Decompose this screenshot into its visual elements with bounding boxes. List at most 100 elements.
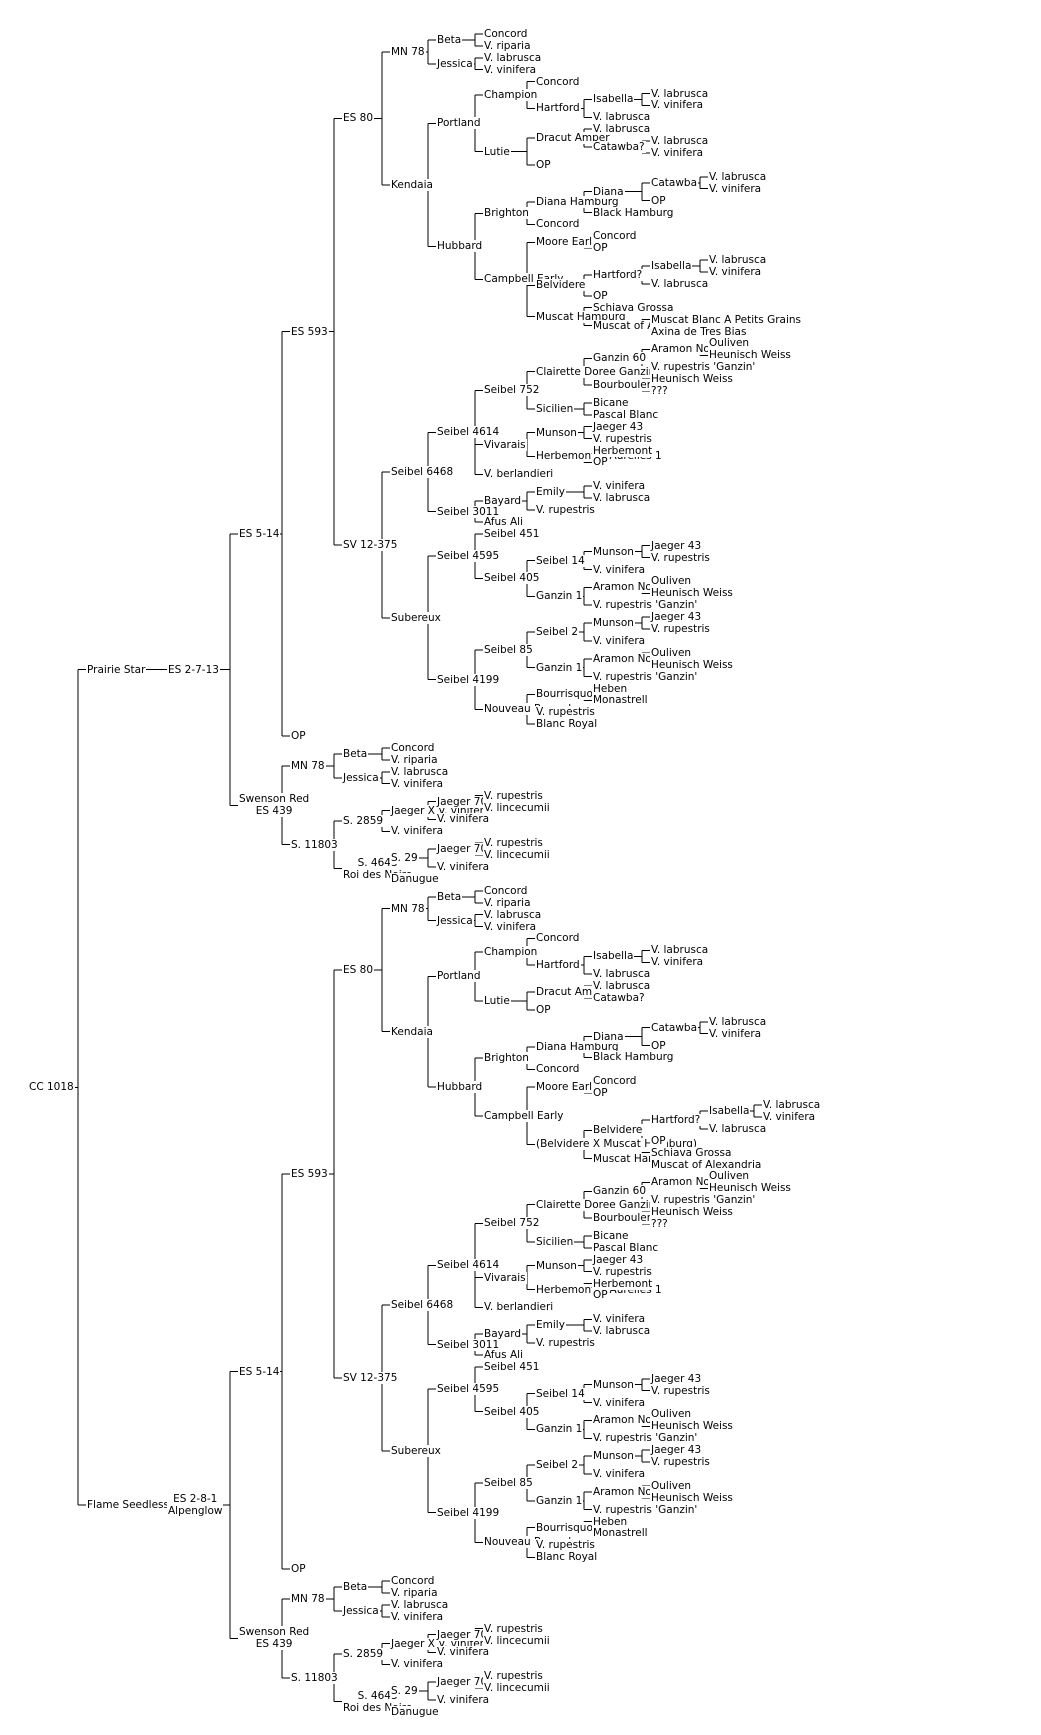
node-label: Afus Ali — [484, 515, 523, 528]
node-label: Kendaia — [391, 178, 433, 191]
node-v-rupestris: V. rupestris — [483, 789, 544, 802]
node-label: V. labrusca — [651, 87, 709, 100]
node-label: Aramon Noir — [651, 343, 718, 356]
node-label: V. riparia — [484, 896, 531, 909]
node-v-rupestris: V. rupestris — [483, 1670, 544, 1683]
node-jaeger-43: Jaeger 43 — [650, 1444, 703, 1457]
node-label: Diana — [593, 185, 624, 198]
node-label: V. rupestris — [484, 837, 543, 850]
node-v-vinifera: V. vinifera — [708, 182, 763, 195]
node-jaeger-43: Jaeger 43 — [650, 539, 703, 552]
node-label: V. labrusca — [593, 111, 651, 124]
node-ganzin-60: Ganzin 60 — [592, 1185, 648, 1198]
node-label: Ouliven — [651, 575, 692, 588]
node-label: Concord — [484, 884, 528, 897]
node-moore-early: Moore Early — [535, 1081, 600, 1094]
node-label: V. labrusca — [391, 765, 449, 778]
node-label: Beta — [343, 1581, 368, 1594]
node-label: Seibel 2 — [536, 1459, 579, 1472]
node-label: Munson — [593, 1450, 634, 1463]
node-label: SV 12-375 — [343, 1371, 398, 1384]
node-munson: Munson — [592, 545, 635, 558]
node-label: V. rupestris 'Ganzin' — [593, 1503, 698, 1516]
node-label: V. labrusca — [484, 908, 542, 921]
node-label: Ganzin 60 — [593, 352, 647, 365]
node-beta: Beta — [436, 33, 463, 46]
node-sublabel: ES 439 — [255, 805, 293, 818]
node-blanc-royal: Blanc Royal — [535, 718, 599, 731]
node-sicilien: Sicilien — [535, 1235, 575, 1248]
node-label: Beta — [343, 747, 368, 760]
node-label: Heben — [593, 682, 628, 695]
node-label: ??? — [651, 1218, 668, 1231]
node-aramon-noir: Aramon Noir — [650, 343, 719, 356]
node-seibel-14: Seibel 14 — [535, 554, 586, 567]
node-seibel-4614: Seibel 4614 — [436, 426, 501, 439]
node-monastrell: Monastrell — [592, 1527, 649, 1540]
node-v-vinifera: V. vinifera — [762, 1110, 817, 1123]
node-v-labrusca: V. labrusca — [708, 1122, 768, 1135]
node-seibel-14: Seibel 14 — [535, 1387, 586, 1400]
node-aramon-noir: Aramon Noir — [592, 581, 661, 594]
node-label: Muscat of Alexandria — [651, 1158, 762, 1171]
node-label: OP — [593, 456, 608, 469]
node-isabella: Isabella — [708, 1105, 751, 1117]
node-danugue: Danugue — [390, 872, 440, 885]
node-label: Prairie Star — [87, 663, 146, 676]
node-label: Jaeger 43 — [593, 1253, 644, 1266]
node-seibel-3011: Seibel 3011 — [436, 1338, 501, 1351]
node-label: Subereux — [391, 611, 441, 624]
node-label: Heunisch Weiss — [651, 1491, 733, 1504]
node-campbell-early: Campbell Early — [483, 1109, 565, 1122]
node-v-rupestris-ganzin: V. rupestris 'Ganzin' — [650, 361, 757, 374]
node-v-vinifera: V. vinifera — [483, 920, 538, 933]
node-label: Seibel 4199 — [437, 1506, 500, 1519]
node-v-vinifera: V. vinifera — [436, 1694, 491, 1707]
node-heunisch-weiss: Heunisch Weiss — [650, 587, 734, 600]
node-label: Vivarais — [484, 438, 526, 451]
node-op: OP — [650, 1039, 667, 1052]
node-label: Bourrisquou — [536, 1521, 600, 1534]
node-label: V. vinifera — [484, 63, 537, 76]
node-bourrisquou: Bourrisquou — [535, 1521, 601, 1534]
node-v-labrusca: V. labrusca — [650, 944, 710, 957]
node-label: V. labrusca — [593, 980, 651, 993]
node-brighton: Brighton — [483, 207, 530, 220]
node-label: OP — [593, 242, 608, 255]
node-label: S. 4643 — [357, 856, 398, 869]
node-v-rupestris-ganzin: V. rupestris 'Ganzin' — [592, 1503, 699, 1516]
node-mn-78: MN 78 — [290, 1592, 326, 1605]
node-label: V. vinifera — [593, 1396, 646, 1409]
node-v-rupestris: V. rupestris — [535, 1539, 596, 1552]
node-munson: Munson — [592, 1378, 635, 1391]
node-label: Seibel 3011 — [437, 505, 500, 518]
node-label: Blanc Royal — [536, 718, 598, 731]
node-bicane: Bicane — [592, 1229, 630, 1242]
node-es-80: ES 80 — [342, 112, 374, 125]
node-label: Brighton — [484, 207, 529, 220]
node-v-rupestris: V. rupestris — [650, 551, 711, 564]
node-sublabel: Alpenglow — [168, 1504, 223, 1517]
node-label: Diana Hamburg — [536, 196, 619, 209]
node-champion: Champion — [483, 88, 539, 101]
node-v-rupestris: V. rupestris — [535, 1337, 596, 1350]
node-danugue: Danugue — [390, 1706, 440, 1718]
node-label: Seibel 85 — [484, 1476, 533, 1489]
node-label: Ouliven — [651, 1479, 692, 1492]
node-v-vinifera: V. vinifera — [592, 480, 647, 493]
node-v-labrusca: V. labrusca — [592, 968, 652, 981]
node-label: OP — [593, 1087, 608, 1100]
node-ouliven: Ouliven — [650, 575, 693, 588]
node-label: S. 11803 — [291, 838, 338, 851]
node-label: V. vinifera — [437, 861, 490, 874]
node-label: Munson — [593, 545, 634, 558]
node-v-vinifera: V. vinifera — [650, 147, 705, 159]
node-black-hamburg: Black Hamburg — [592, 206, 675, 219]
node-label: Portland — [437, 117, 481, 130]
node-v-vinifera: V. vinifera — [592, 1396, 647, 1409]
node-concord: Concord — [592, 230, 638, 243]
node-diana: Diana — [592, 185, 625, 198]
node-label: S. 11803 — [291, 1671, 338, 1684]
node-jaeger-70: Jaeger 70 — [436, 795, 489, 808]
